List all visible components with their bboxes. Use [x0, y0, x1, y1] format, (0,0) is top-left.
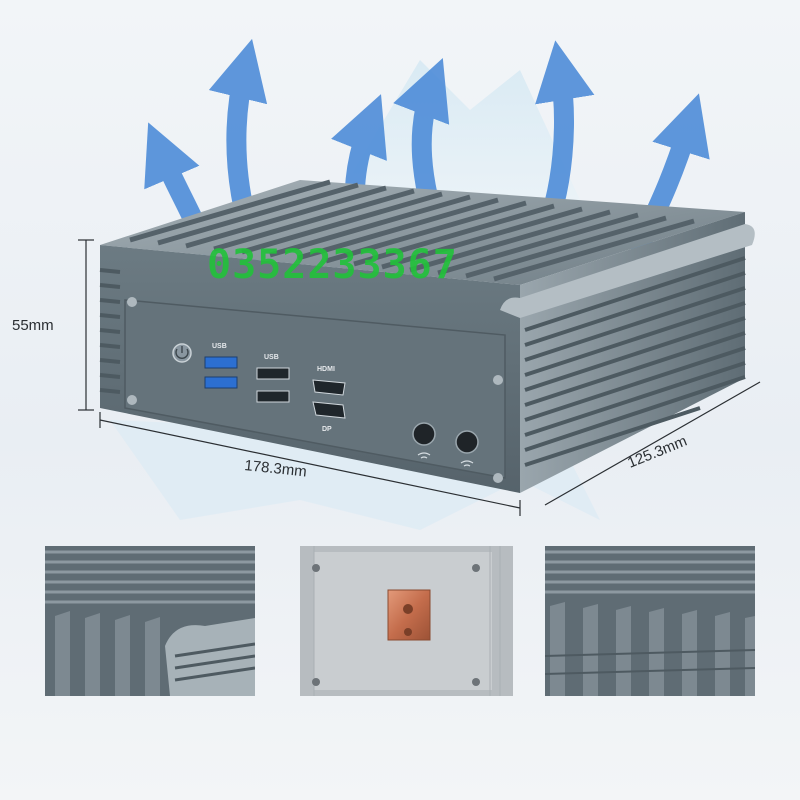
detail-thumbnail-copper-pad	[300, 546, 513, 696]
side-fins	[524, 256, 746, 467]
usb3-label: USB	[212, 343, 227, 350]
height-label: 55mm	[12, 317, 54, 334]
antenna-jack[interactable]	[455, 430, 479, 454]
dimension-width	[99, 412, 521, 516]
wifi-icon	[417, 452, 431, 459]
usb2-label: USB	[264, 354, 279, 361]
usb2-port[interactable]	[256, 367, 290, 380]
dimension-depth	[544, 381, 761, 506]
antenna-jack[interactable]	[412, 422, 436, 446]
usb3-port[interactable]	[204, 376, 238, 389]
hdmi-label: HDMI	[317, 366, 335, 373]
phone-watermark: 0352233367	[207, 242, 458, 288]
depth-label: 125.3mm	[625, 433, 689, 472]
dp-label: DP	[322, 426, 332, 433]
width-label: 178.3mm	[244, 457, 308, 480]
wifi-icon	[460, 460, 474, 467]
usb2-port[interactable]	[256, 390, 290, 403]
mini-pc-chassis: USB USB HDMI DP	[99, 179, 755, 493]
detail-thumbnail-fin-row	[545, 546, 755, 696]
dimension-height	[78, 239, 94, 411]
top-fins	[129, 179, 695, 282]
detail-thumbnail-fins-corner	[45, 546, 255, 696]
usb3-port[interactable]	[204, 356, 238, 369]
hdmi-port[interactable]	[312, 379, 346, 396]
dp-port[interactable]	[312, 401, 346, 419]
